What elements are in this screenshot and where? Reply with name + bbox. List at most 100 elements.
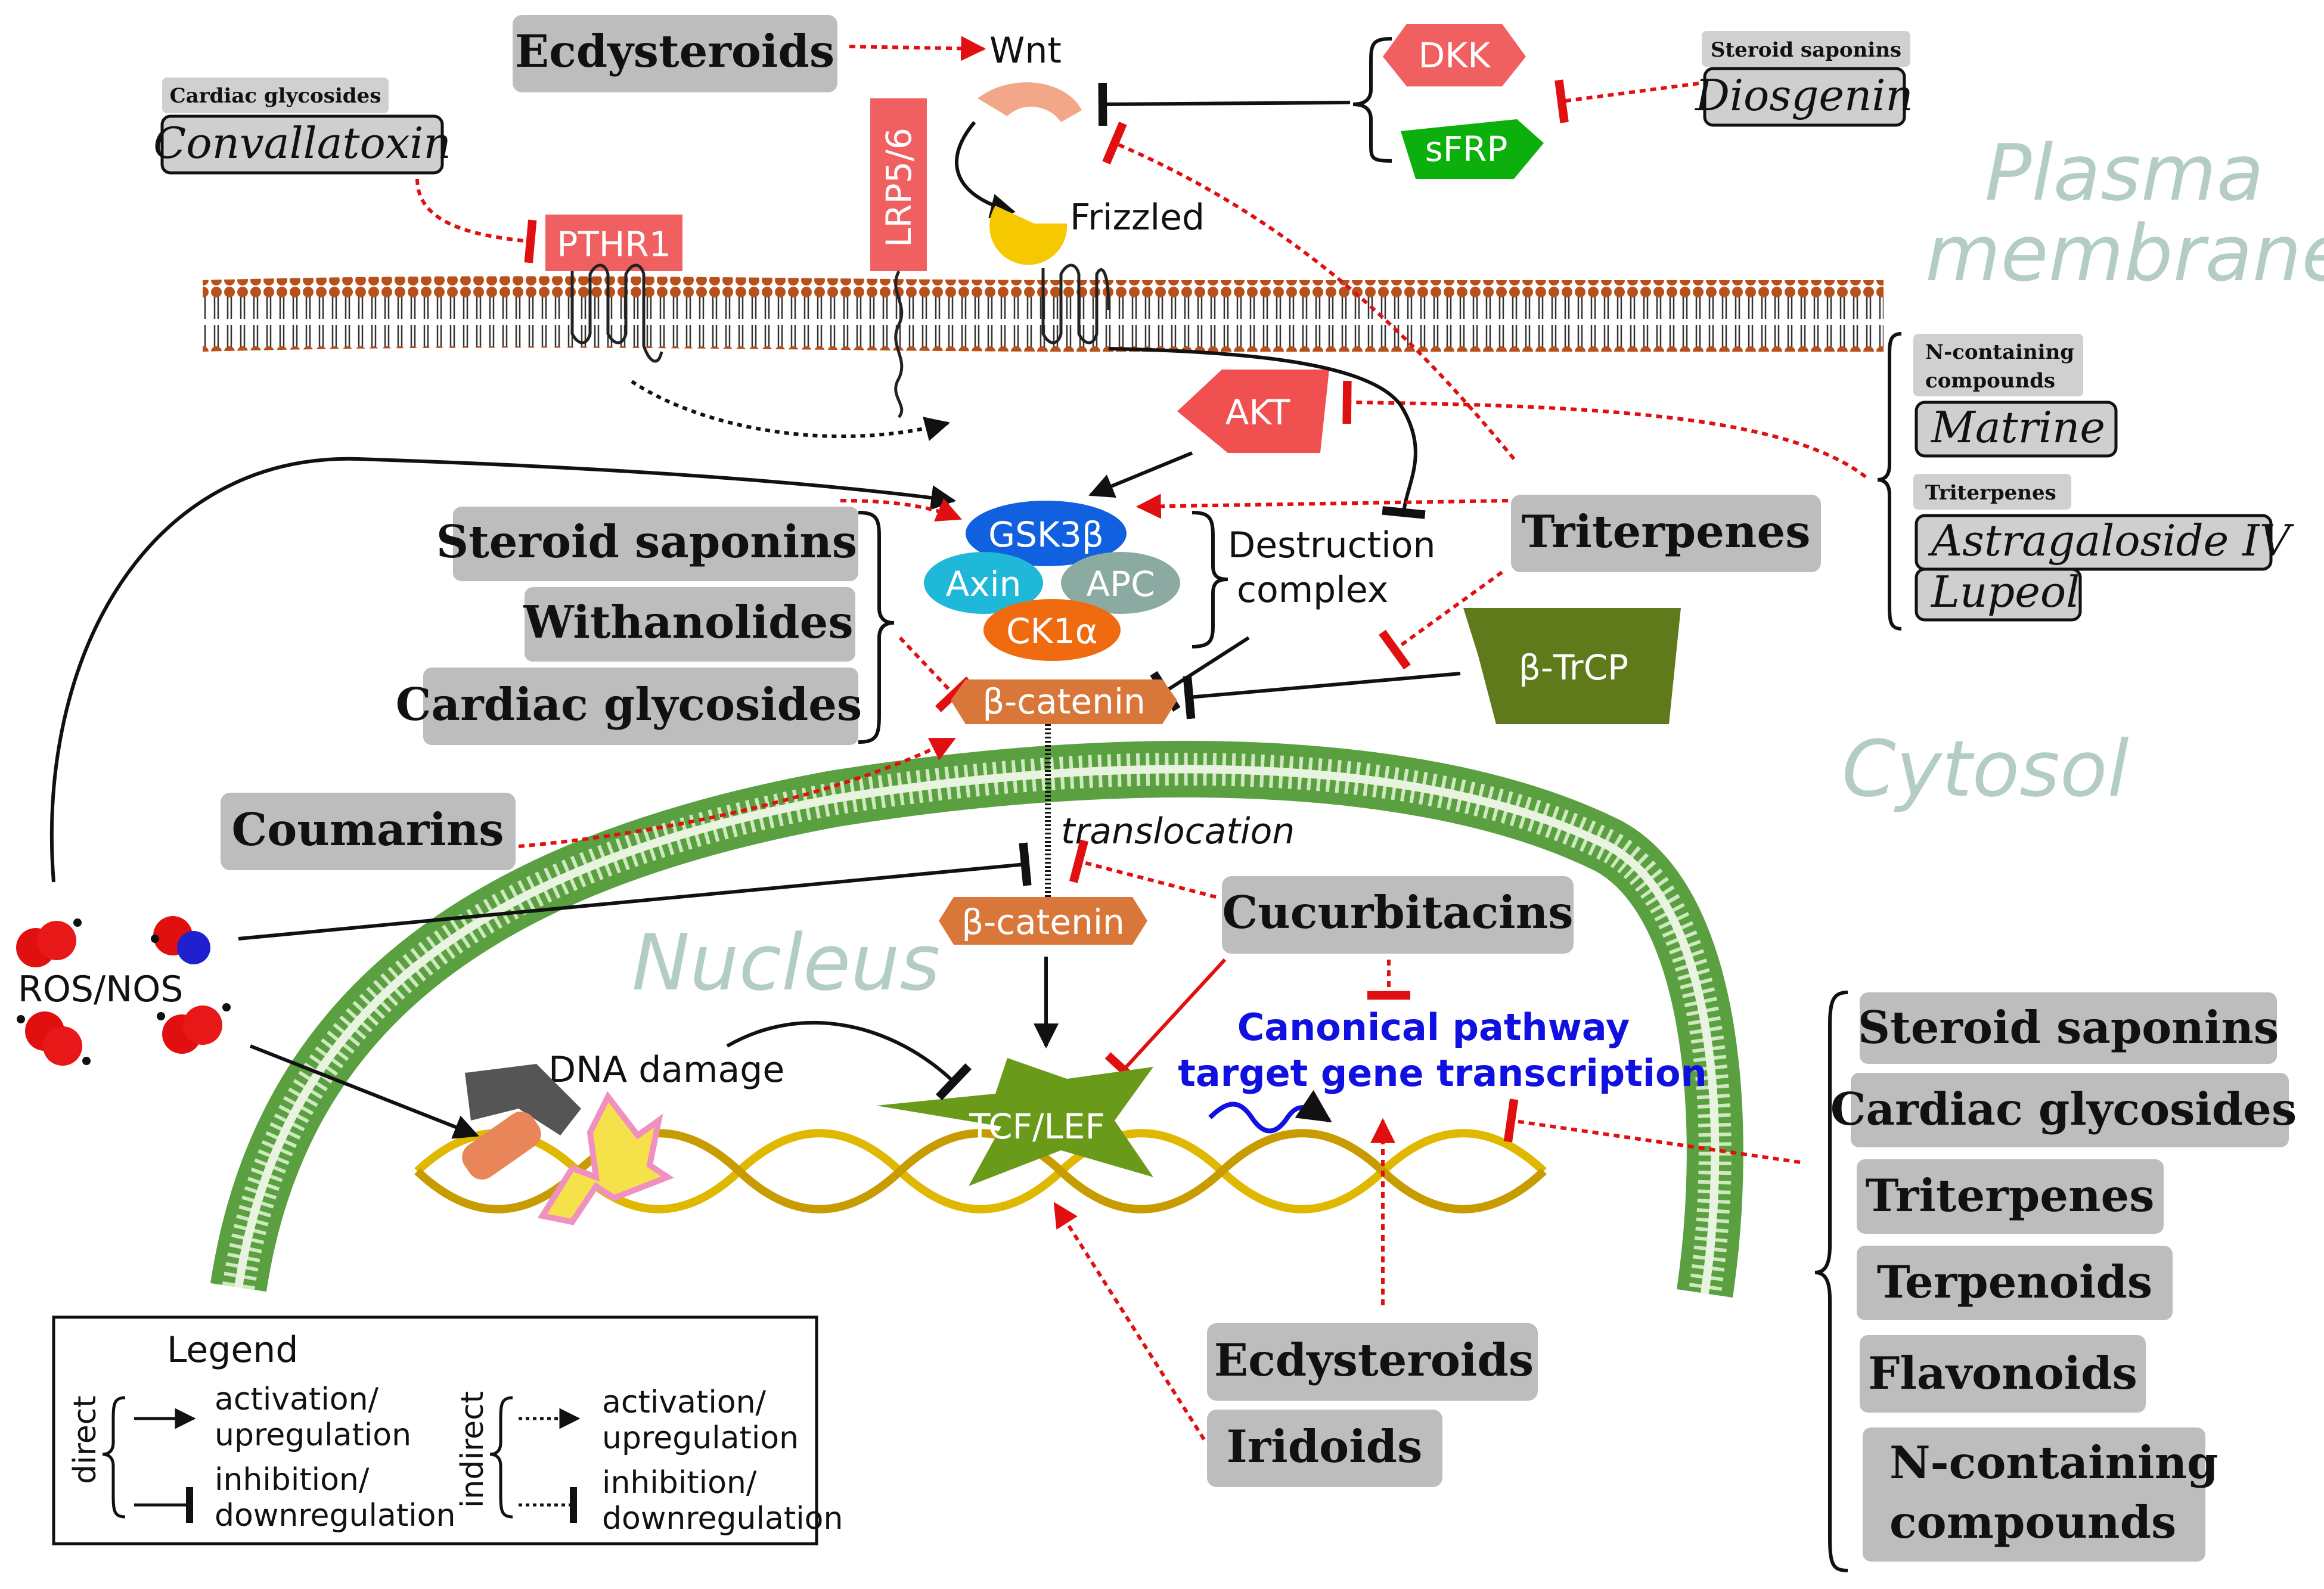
right-list-brace: [1814, 991, 1848, 1572]
destruction-label-line2: complex: [1237, 569, 1388, 611]
right-list-item-1: Steroid saponins: [1858, 1001, 2279, 1054]
bcat-cytosol-label: β-catenin: [982, 681, 1145, 722]
diosgenin-group: Steroid saponins Diosgenin: [1694, 31, 1913, 127]
canonical-line2: target gene transcription: [1178, 1051, 1707, 1095]
n-containing-small-line1: N-containing: [1925, 340, 2074, 364]
triterpenes-small-label: Triterpenes: [1925, 481, 2056, 505]
legend-indirect-activation-line1: activation/: [602, 1385, 767, 1420]
bcat-nucleus: β-catenin: [939, 897, 1147, 945]
cucurbitacins-inhibits-tcflef: [1104, 958, 1227, 1088]
destruction-complex-brace: [1192, 511, 1228, 648]
withanolides-label: Withanolides: [523, 596, 853, 648]
right-list-inhibits-transcription: [1503, 1098, 1801, 1164]
legend: Legend direct activation/ upregulation i…: [52, 1315, 843, 1545]
btrcp-inhibits-bcat: [1183, 672, 1461, 719]
destruction-complex: GSK3β Axin APC CK1α: [924, 501, 1180, 661]
pthr1-label: PTHR1: [557, 224, 671, 265]
iridoids-label: Iridoids: [1227, 1420, 1423, 1473]
matrine-label: Matrine: [1930, 402, 2105, 452]
pthr1-to-gsk-indirect: [631, 380, 951, 441]
hammer-icon: [462, 1064, 581, 1180]
akt-inhibits-gsk: [1088, 451, 1193, 498]
coumarins-box: Coumarins: [221, 793, 516, 870]
iridoids-to-tcflef: [1053, 1202, 1206, 1441]
ck1a-label: CK1α: [1006, 611, 1098, 651]
convallatoxin-label: Convallatoxin: [153, 118, 451, 168]
left-stack-inhibits-bcat: [898, 636, 973, 712]
frizzled-receptor: [989, 206, 1068, 265]
akt-protein: AKT: [1177, 370, 1329, 453]
lupeol-label: Lupeol: [1930, 567, 2080, 617]
ros-to-dna-damage: [249, 1044, 479, 1139]
destruction-inhibits-bcat: [1150, 636, 1250, 712]
btrcp-label: β-TrCP: [1519, 647, 1628, 688]
region-cytosol: Cytosol: [1842, 724, 2129, 814]
cucurbitacins-inhibits-translocation: [1069, 839, 1217, 899]
axin-label: Axin: [946, 564, 1022, 604]
diosgenin-inhibits-dkk-sfrp: [1554, 79, 1699, 123]
dkk-label: DKK: [1419, 35, 1492, 76]
cucurbitacins-box: Cucurbitacins: [1222, 876, 1574, 954]
region-nucleus: Nucleus: [632, 917, 940, 1008]
frizzled-inhibits-destruction: [1108, 347, 1426, 519]
triterpenes-compounds-group: Triterpenes Astragaloside IV Lupeol: [1913, 474, 2295, 622]
convallatoxin-inhibits-pthr1: [415, 178, 537, 263]
frizzled-label: Frizzled: [1070, 197, 1205, 238]
cardiac-glycosides-left-label: Cardiac glycosides: [396, 678, 862, 731]
pthr1-receptor: PTHR1: [545, 215, 682, 363]
left-stack-brace: [858, 511, 895, 744]
region-plasma-membrane-line1: Plasma: [1985, 128, 2264, 218]
frizzled-tm: [1041, 263, 1110, 345]
n-containing-matrine-group: N-containing compounds Matrine: [1913, 334, 2118, 458]
right-list-ncontaining-line1: N-containing: [1889, 1436, 2218, 1489]
ecdysteroids-bottom-label: Ecdysteroids: [1214, 1334, 1534, 1386]
coumarins-label: Coumarins: [232, 803, 504, 856]
wnt-to-frizzled-arrow: [955, 121, 1016, 219]
tcflef-label: TCF/LEF: [969, 1106, 1105, 1147]
legend-title: Legend: [167, 1329, 298, 1371]
dna-damage-inhibits-tcflef: [726, 1020, 972, 1101]
legend-indirect-brace: [489, 1396, 513, 1519]
legend-direct-inhibition-line1: inhibition/: [215, 1462, 370, 1498]
right-list-ncontaining-line2: compounds: [1889, 1496, 2176, 1548]
gsk3b-label: GSK3β: [988, 514, 1104, 555]
legend-direct-activation-line1: activation/: [215, 1382, 379, 1417]
legend-direct-brace: [102, 1396, 126, 1519]
red-activation-to-gsk: [840, 498, 962, 522]
sfrp-protein: sFRP: [1401, 119, 1544, 179]
akt-label: AKT: [1225, 392, 1290, 433]
left-stack: Steroid saponins Withanolides Cardiac gl…: [396, 507, 862, 745]
legend-indirect-inhibition-line1: inhibition/: [602, 1465, 757, 1501]
triterpenes-mid-box: Triterpenes: [1511, 495, 1821, 572]
right-group-inhibits-akt: [1342, 380, 1867, 479]
coumarins-to-bcat: [518, 737, 956, 848]
destruction-label-line1: Destruction: [1228, 525, 1436, 566]
ecdysteroids-top-box: Ecdysteroids: [513, 15, 837, 92]
legend-indirect-inhibition-line2: downregulation: [602, 1501, 843, 1537]
translocation-label: translocation: [1061, 811, 1295, 852]
lrp56-label: LRP5/6: [879, 128, 919, 247]
right-list-item-2: Cardiac glycosides: [1830, 1083, 2297, 1135]
right-upper-brace: [1877, 332, 1902, 631]
dkk-protein: DKK: [1383, 24, 1526, 86]
ros-to-gsk-arrow: [49, 457, 957, 883]
bcat-cytosol: β-catenin: [951, 679, 1177, 724]
steroid-saponins-small-label: Steroid saponins: [1711, 38, 1901, 62]
right-list-item-5: Flavonoids: [1868, 1347, 2137, 1399]
region-plasma-membrane-line2: membrane: [1925, 208, 2324, 299]
legend-direct-inhibition-line2: downregulation: [215, 1498, 455, 1534]
btrcp-protein: β-TrCP: [1463, 608, 1681, 724]
bcat-nucleus-label: β-catenin: [961, 902, 1124, 942]
triterpenes-to-gsk-red: [1135, 494, 1509, 519]
cucurbitacins-label: Cucurbitacins: [1222, 886, 1573, 939]
bottom-compound-stack: Ecdysteroids Iridoids: [1207, 1323, 1538, 1487]
legend-direct: direct: [67, 1395, 103, 1484]
legend-indirect: indirect: [455, 1391, 491, 1508]
lightning-icon: [537, 1091, 674, 1225]
triterpenes-inhibits-btrcp: [1379, 570, 1503, 670]
ros-nos-label: ROS/NOS: [18, 969, 183, 1010]
right-list-item-3: Triterpenes: [1866, 1169, 2155, 1222]
legend-indirect-activation-line2: upregulation: [602, 1420, 799, 1456]
sfrp-label: sFRP: [1425, 129, 1508, 169]
